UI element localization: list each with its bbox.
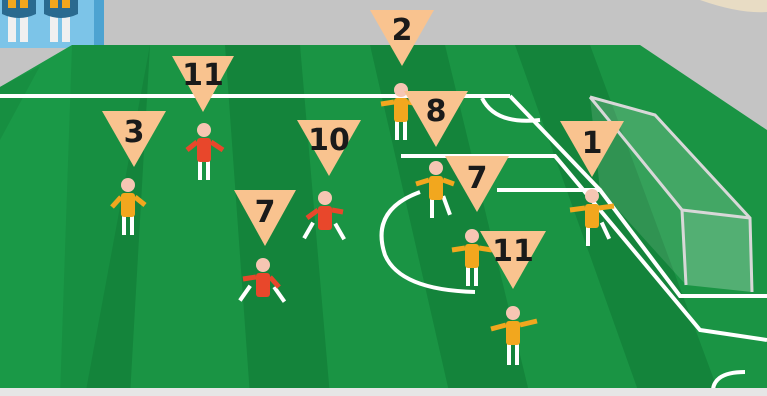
svg-text:3: 3 — [124, 115, 145, 150]
svg-text:10: 10 — [308, 123, 350, 158]
svg-text:8: 8 — [426, 94, 447, 129]
svg-text:11: 11 — [492, 234, 534, 269]
svg-text:7: 7 — [467, 161, 488, 196]
bottom-border — [0, 388, 767, 396]
svg-text:1: 1 — [582, 126, 603, 161]
svg-text:7: 7 — [255, 195, 276, 230]
svg-text:2: 2 — [392, 13, 413, 48]
svg-text:11: 11 — [182, 58, 224, 93]
spectators — [0, 0, 104, 48]
